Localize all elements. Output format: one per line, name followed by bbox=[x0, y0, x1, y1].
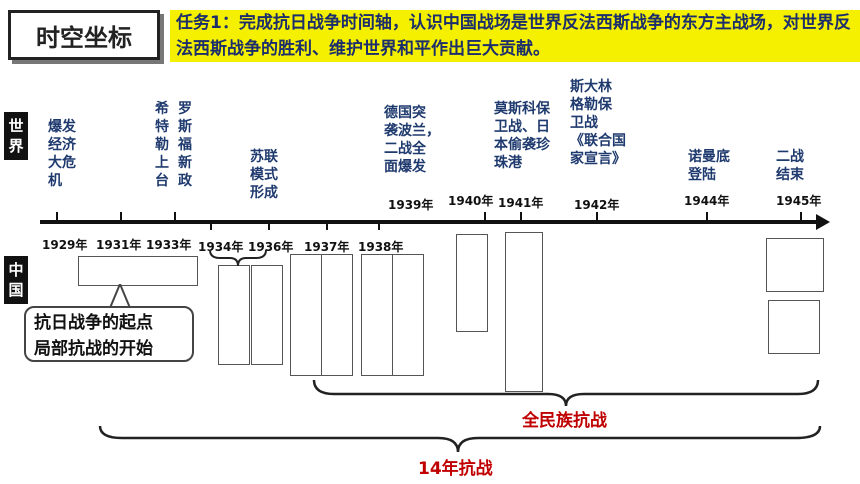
year-label: 1942年 bbox=[574, 198, 620, 212]
event-new-deal: 罗 斯 福 新 政 bbox=[178, 101, 192, 189]
tick bbox=[378, 220, 380, 230]
year-label: 1939年 bbox=[388, 198, 434, 212]
answer-box-1931[interactable] bbox=[78, 256, 198, 286]
event-economic-crisis: 爆发 经济 大危 机 bbox=[48, 119, 76, 189]
timeline-axis bbox=[40, 220, 818, 224]
year-label: 1944年 bbox=[684, 194, 730, 208]
tick bbox=[520, 212, 522, 222]
answer-box-1937a[interactable] bbox=[290, 254, 322, 376]
tick bbox=[596, 212, 598, 222]
year-label: 1937年 bbox=[304, 240, 350, 254]
task-banner: 任务1：完成抗日战争时间轴，认识中国战场是世界反法西斯战争的东方主战场，对世界反… bbox=[170, 10, 860, 62]
tick bbox=[174, 212, 176, 222]
answer-box-1937b[interactable] bbox=[321, 254, 353, 376]
year-label: 1938年 bbox=[358, 240, 404, 254]
answer-box-1938b[interactable] bbox=[392, 254, 424, 376]
brace-full-war bbox=[312, 379, 820, 407]
event-ww2-end: 二战 结束 bbox=[776, 149, 804, 183]
event-hitler: 希 特 勒 上 台 bbox=[155, 101, 169, 189]
brace-14-years bbox=[98, 425, 822, 453]
tick bbox=[326, 220, 328, 230]
tick bbox=[120, 212, 122, 222]
event-normandy: 诺曼底 登陆 bbox=[688, 149, 730, 183]
answer-box-1941[interactable] bbox=[505, 232, 543, 392]
tick bbox=[484, 212, 486, 222]
year-label: 1941年 bbox=[498, 196, 544, 210]
fourteen-years-label: 14年抗战 bbox=[418, 459, 493, 479]
year-label: 1936年 bbox=[248, 240, 294, 254]
answer-box-1935b[interactable] bbox=[251, 265, 283, 365]
brace-small bbox=[209, 249, 267, 267]
event-soviet-model: 苏联 模式 形成 bbox=[250, 149, 278, 201]
answer-box-1945b[interactable] bbox=[768, 300, 820, 354]
event-moscow-pearl: 莫斯科保 卫战、日 本偷袭珍 珠港 bbox=[494, 101, 550, 171]
answer-box-1935a[interactable] bbox=[218, 265, 250, 365]
tick bbox=[210, 220, 212, 230]
year-label: 1931年 bbox=[96, 238, 142, 252]
callout-start-of-war: 抗日战争的起点 局部抗战的开始 bbox=[24, 306, 194, 362]
answer-box-1940[interactable] bbox=[456, 234, 488, 332]
page-title: 时空坐标 bbox=[8, 10, 160, 60]
event-ww2-outbreak: 德国突 袭波兰， 二战全 面爆发 bbox=[384, 105, 440, 175]
answer-box-1938a[interactable] bbox=[361, 254, 393, 376]
year-label: 1940年 bbox=[448, 194, 494, 208]
tick bbox=[800, 212, 802, 222]
arrow-right-icon bbox=[816, 214, 830, 230]
event-stalingrad-un: 斯大林 格勒保 卫战 《联合国 家宣言》 bbox=[570, 79, 626, 167]
tick bbox=[56, 212, 58, 222]
world-label: 世 界 bbox=[4, 112, 28, 160]
year-label: 1945年 bbox=[776, 194, 822, 208]
year-label: 1933年 bbox=[146, 238, 192, 252]
tick bbox=[706, 212, 708, 222]
full-war-label: 全民族抗战 bbox=[522, 411, 607, 431]
china-label: 中 国 bbox=[4, 256, 28, 304]
tick bbox=[268, 220, 270, 230]
answer-box-1945a[interactable] bbox=[766, 238, 824, 292]
year-label: 1929年 bbox=[42, 238, 88, 252]
